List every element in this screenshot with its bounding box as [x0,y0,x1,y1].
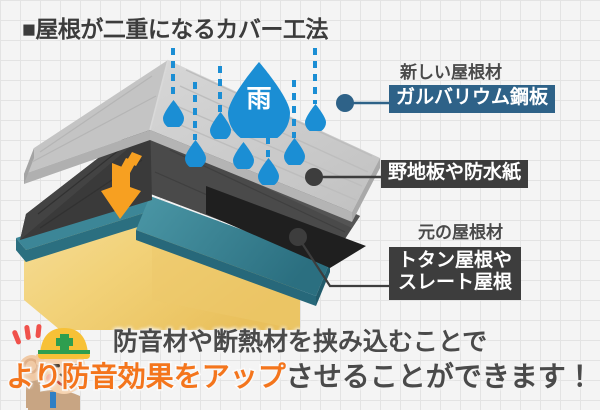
callout-caption-original-roof: 元の屋根材 [418,223,503,242]
callout-caption-new-roof: 新しい屋根材 [400,63,502,82]
mascot-eye [70,364,78,368]
page-title: ■屋根が二重になるカバー工法 [22,16,328,42]
rain-drop [233,142,254,169]
rain-drop [305,104,326,131]
rain-drop-labeled: 雨 [228,62,290,144]
bottom-line-2-rest: させることができます！ [285,361,594,392]
rain-trail [292,80,296,138]
bottom-line-1: 防音材や断熱材を挟み込むことで [112,328,488,356]
mascot-ear [38,363,48,377]
bottom-line-2: より防音効果をアップさせることができます！ [0,361,600,392]
insert-arrow-icon [101,152,142,219]
bottom-message: 防音材や断熱材を挟み込むことで より防音効果をアップさせることができます！ [0,328,600,393]
rain-trail [193,82,197,140]
rain-drop [163,100,184,127]
bottom-highlight: より防音効果をアップ [5,361,287,392]
callout-badge-original-roof: トタン屋根や スレート屋根 [389,247,522,300]
motion-lines-icon [12,324,42,345]
helmet-band [38,350,90,354]
roof-gap-shadow [206,186,366,268]
rain-kanji: 雨 [246,85,272,113]
eaves-trim-right [136,196,330,306]
mascot-mouth [56,379,76,387]
mascot-cheek [46,374,54,382]
callout-badge-line-1: トタン屋根や [398,250,513,271]
callout-dot-original-roof [289,228,307,246]
callout-dot-new-roof [336,94,354,112]
rain-drop [210,112,231,139]
rain-trail [171,48,175,100]
rain-trail [218,66,222,112]
rain-drop [284,138,305,165]
callout-badge-roof-board: 野地板や防水紙 [381,160,529,189]
mascot-nose [59,373,69,377]
mascot-eye [52,364,60,368]
callout-badge-new-roof: ガルバリウム鋼板 [389,85,556,114]
callout-badge-line-2: スレート屋根 [398,272,513,294]
rain-drop [258,158,279,185]
mascot-tie [50,392,56,408]
rain-drop [185,140,206,167]
callout-dot-roof-board [305,168,323,186]
mascot-worker [12,324,90,410]
rain-trail [313,48,317,104]
helmet-cross-h [56,338,73,346]
